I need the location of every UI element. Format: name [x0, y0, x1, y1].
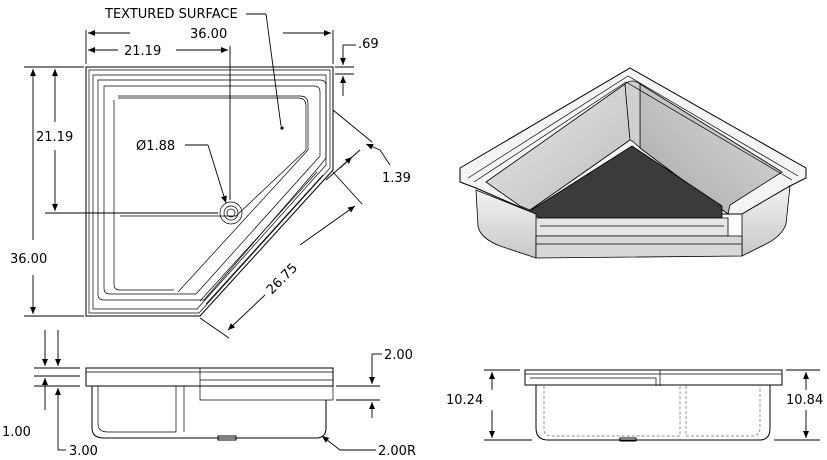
- dim-width-to-drain: 21.19: [124, 44, 161, 59]
- dim-depth-overall: 36.00: [10, 252, 47, 267]
- side-elevation-view: [484, 369, 820, 442]
- dim-height-right: 10.84: [786, 393, 823, 408]
- dim-angle-offset: 1.39: [382, 171, 411, 186]
- dim-angle-length: 26.75: [264, 261, 301, 298]
- dim-depth-to-drain: 21.19: [36, 130, 73, 145]
- dim-height-left: 10.24: [446, 393, 483, 408]
- top-view-outline: [85, 66, 334, 317]
- textured-floor: [527, 145, 723, 219]
- dim-corner-offset: 3.00: [69, 444, 98, 459]
- dim-front-height: 2.00: [384, 348, 413, 363]
- dim-width-overall: 36.00: [190, 27, 227, 42]
- drain-icon: [219, 201, 243, 225]
- front-elevation-view: [34, 330, 382, 451]
- isometric-view: [459, 67, 807, 259]
- label-textured-surface: TEXTURED SURFACE: [104, 7, 238, 22]
- top-view: [24, 13, 391, 339]
- dim-flange: .69: [358, 37, 379, 52]
- dim-threshold: 1.00: [2, 425, 31, 440]
- dim-radius: 2.00R: [378, 444, 416, 459]
- dim-drain-diameter: Ø1.88: [136, 139, 175, 154]
